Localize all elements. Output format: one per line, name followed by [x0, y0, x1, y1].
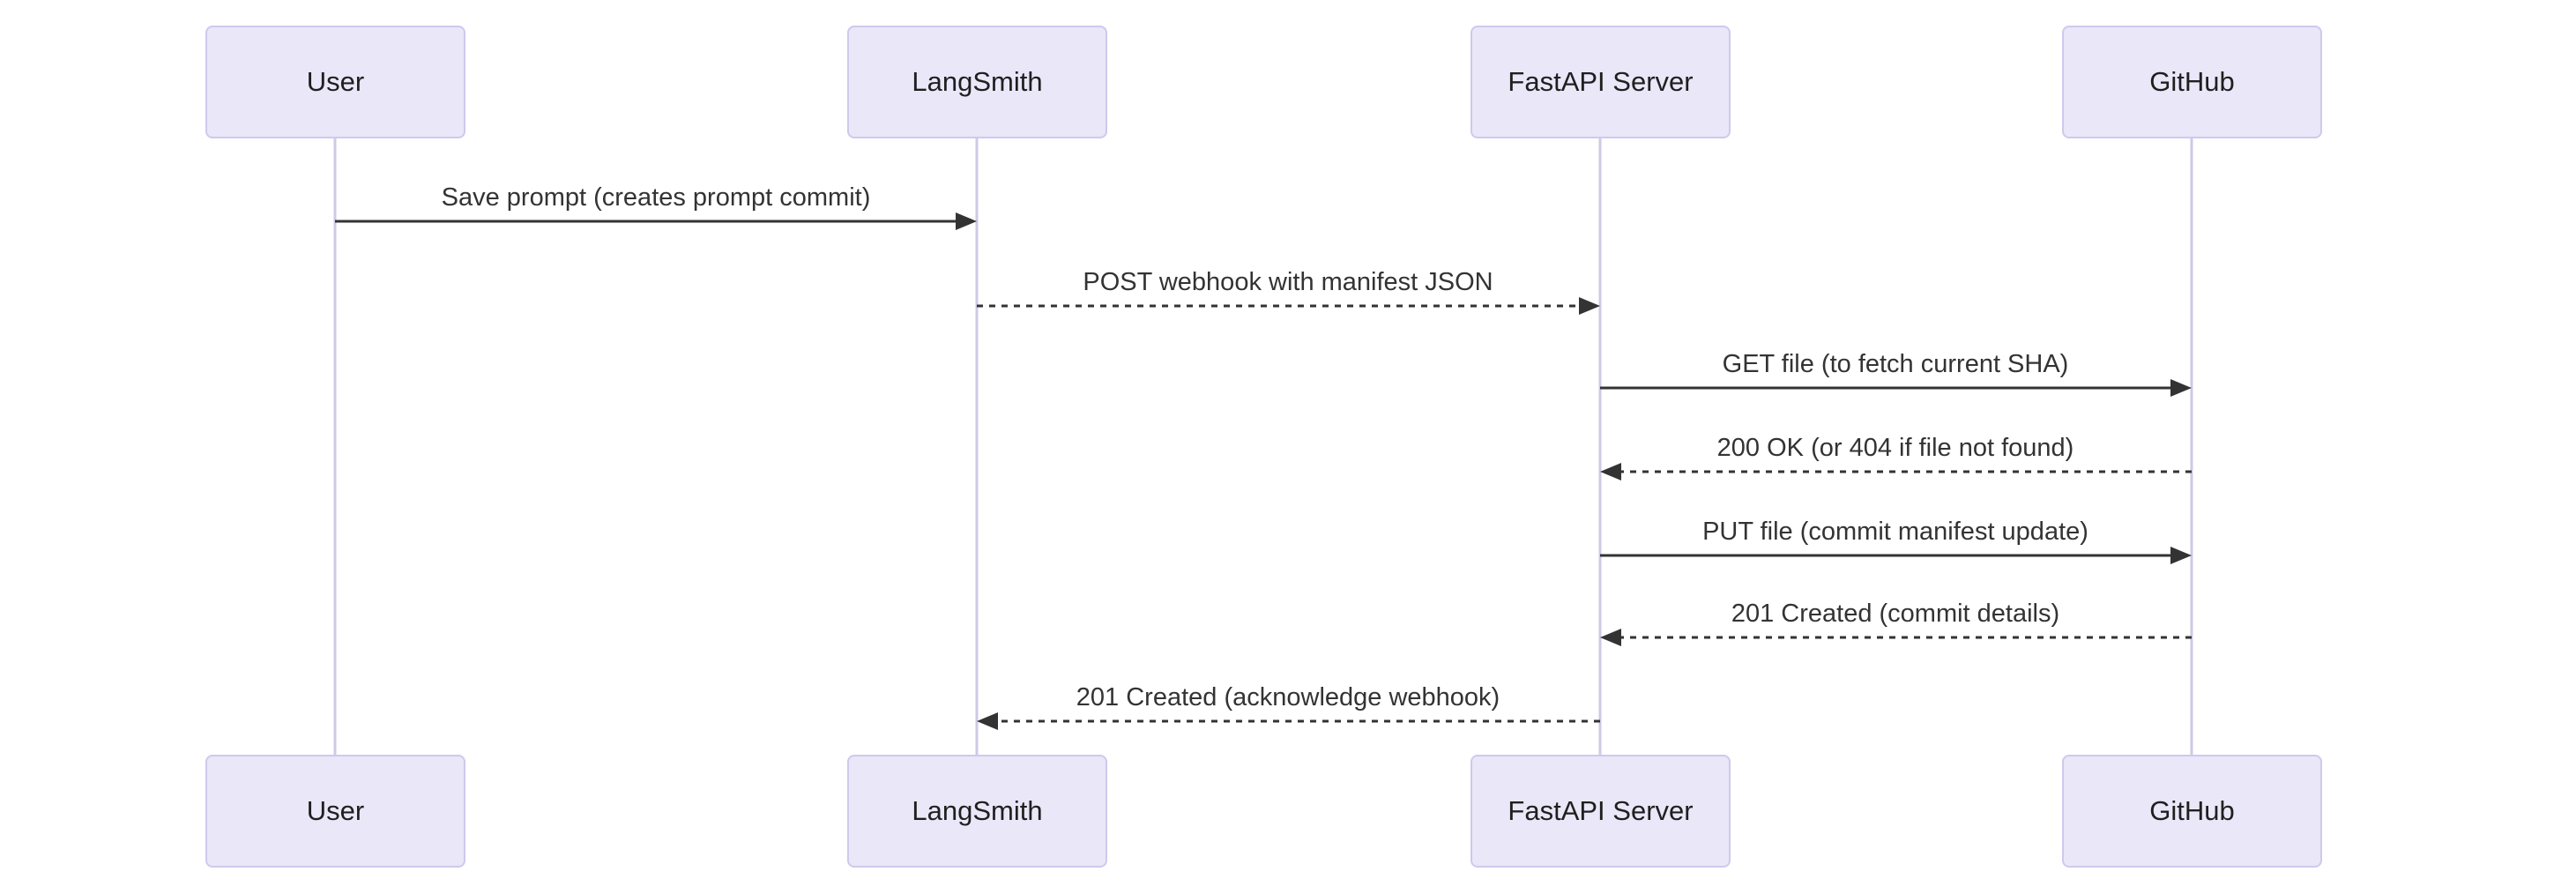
arrowhead-right-icon [2170, 547, 2192, 564]
message-label-3: GET file (to fetch current SHA) [1722, 350, 2069, 378]
message-label-6: 201 Created (commit details) [1731, 600, 2060, 628]
actor-box-langsmith-bottom: LangSmith [847, 755, 1107, 868]
arrowhead-left-icon [977, 712, 998, 730]
arrowhead-left-icon [1600, 629, 1621, 646]
arrowhead-right-icon [2170, 379, 2192, 397]
actor-label: LangSmith [912, 795, 1043, 826]
message-label-5: PUT file (commit manifest update) [1702, 518, 2088, 546]
actor-box-user-top: User [205, 26, 465, 138]
actor-label: User [306, 795, 365, 826]
arrowhead-right-icon [1579, 297, 1600, 315]
arrowhead-left-icon [1600, 463, 1621, 481]
message-label-2: POST webhook with manifest JSON [1083, 268, 1493, 296]
actor-label: User [306, 66, 365, 97]
actor-box-fastapi-server-bottom: FastAPI Server [1470, 755, 1731, 868]
message-label-4: 200 OK (or 404 if file not found) [1716, 434, 2074, 462]
actor-label: FastAPI Server [1508, 66, 1694, 97]
actor-label: LangSmith [912, 66, 1043, 97]
message-label-7: 201 Created (acknowledge webhook) [1076, 683, 1500, 711]
actor-label: GitHub [2149, 66, 2235, 97]
actor-label: FastAPI Server [1508, 795, 1694, 826]
actor-box-fastapi-server-top: FastAPI Server [1470, 26, 1731, 138]
actor-box-github-bottom: GitHub [2062, 755, 2322, 868]
actor-box-user-bottom: User [205, 755, 465, 868]
arrowhead-right-icon [956, 212, 977, 230]
actor-box-github-top: GitHub [2062, 26, 2322, 138]
actor-box-langsmith-top: LangSmith [847, 26, 1107, 138]
actor-label: GitHub [2149, 795, 2235, 826]
message-label-1: Save prompt (creates prompt commit) [441, 183, 871, 212]
